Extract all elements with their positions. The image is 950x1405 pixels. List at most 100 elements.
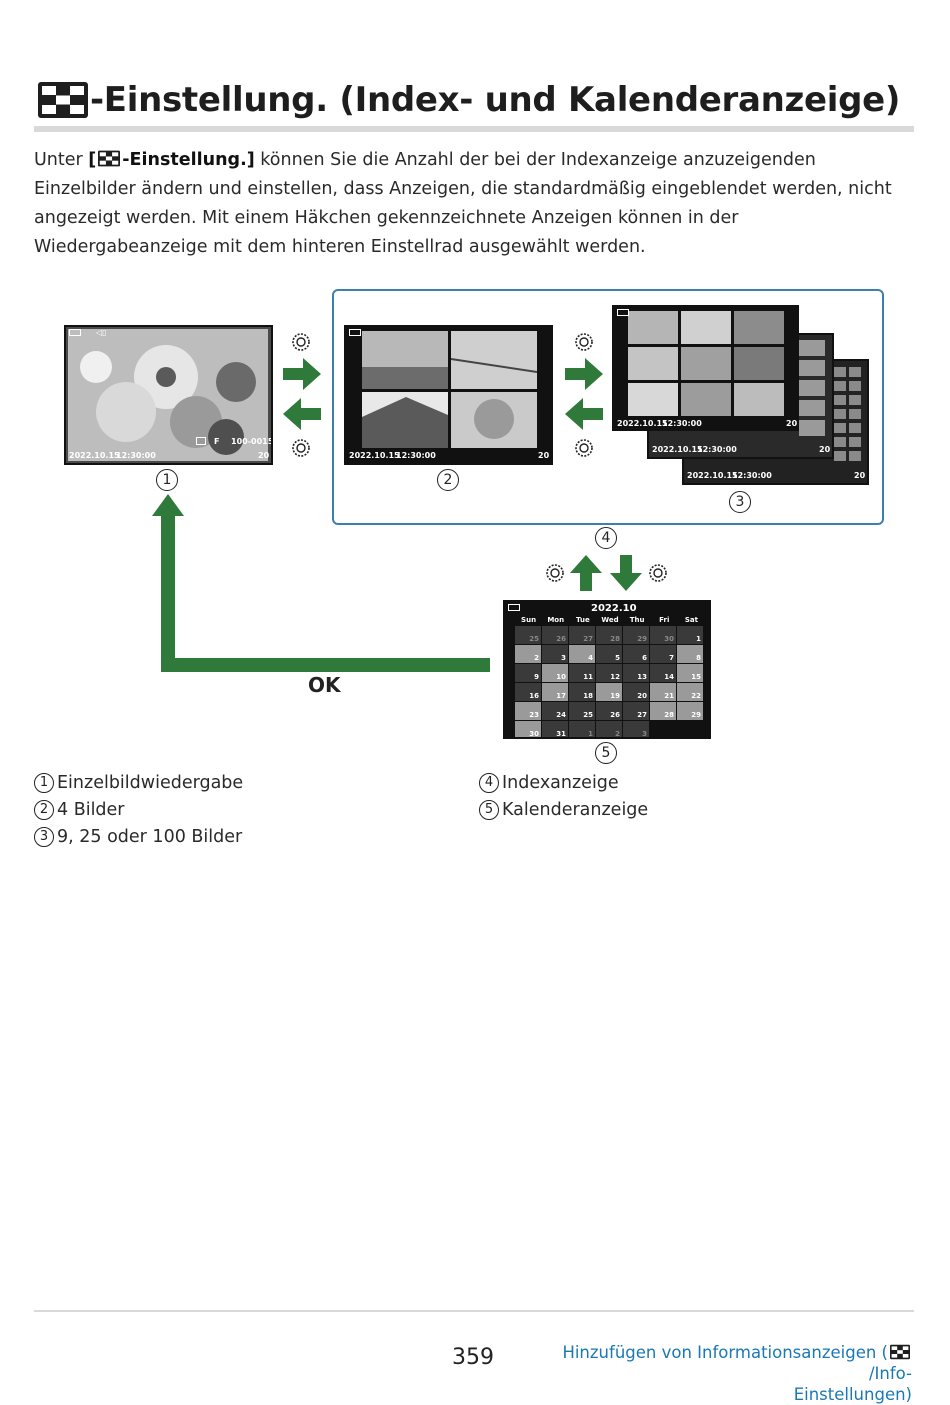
- time-label: 12:30:00: [116, 451, 156, 460]
- calendar-day: 9: [515, 664, 541, 682]
- arrow-up-icon: [570, 555, 602, 591]
- four-image-screen: 2022.10.15 12:30:00 20: [344, 325, 553, 465]
- frame-count: 20: [786, 419, 798, 428]
- calendar-day: 8: [677, 645, 703, 663]
- time-label: 12:30:00: [732, 471, 772, 480]
- battery-icon: [617, 309, 629, 316]
- calendar-day: 18: [569, 683, 595, 701]
- calendar-day: 29: [623, 626, 649, 644]
- frame-count: 20: [854, 471, 866, 480]
- calendar-day: 22: [677, 683, 703, 701]
- section-link[interactable]: Hinzufügen von Informationsanzeigen (/In…: [562, 1343, 912, 1404]
- calendar-day: 3: [623, 721, 649, 737]
- intro-paragraph: Unter [-Einstellung.] können Sie die Anz…: [34, 150, 892, 257]
- date-label: 2022.10.15: [617, 419, 668, 428]
- battery-icon: [349, 329, 361, 336]
- dial-icon: [545, 563, 565, 583]
- time-label: 12:30:00: [662, 419, 702, 428]
- calendar-day: 25: [515, 626, 541, 644]
- callout-3: 3: [729, 491, 751, 513]
- calendar-day: 1: [569, 721, 595, 737]
- ok-label: OK: [308, 673, 341, 697]
- calendar-day: 23: [515, 702, 541, 720]
- calendar-weekday: Sun: [521, 616, 537, 624]
- callout-2: 2: [437, 469, 459, 491]
- index-9-screen: 2022.10.15 12:30:00 20: [612, 305, 799, 431]
- four-thumbnails: [346, 327, 551, 463]
- index-checker-icon: [98, 150, 120, 167]
- calendar-day: 2: [596, 721, 622, 737]
- footer-divider: [34, 1310, 914, 1312]
- title-divider: [34, 126, 914, 132]
- calendar-weekday: Tue: [575, 616, 590, 624]
- index-group-frame: [332, 289, 884, 525]
- dial-icon: [291, 438, 311, 458]
- index-checker-icon: [890, 1344, 910, 1360]
- calendar-day: 20: [623, 683, 649, 701]
- calendar-day: 27: [623, 702, 649, 720]
- calendar-day: 30: [515, 721, 541, 737]
- calendar-day: 12: [596, 664, 622, 682]
- index-checker-icon: [38, 82, 88, 118]
- date-label: 2022.10.15: [69, 451, 120, 460]
- page-number: 359: [452, 1345, 494, 1370]
- dial-icon: [648, 563, 668, 583]
- time-label: 12:30:00: [396, 451, 436, 460]
- calendar-day: 1: [677, 626, 703, 644]
- calendar-day: 25: [569, 702, 595, 720]
- calendar-day: 10: [542, 664, 568, 682]
- calendar-day: 16: [515, 683, 541, 701]
- calendar-day: 17: [542, 683, 568, 701]
- calendar-day: 24: [542, 702, 568, 720]
- calendar-day: 6: [623, 645, 649, 663]
- calendar-day: 28: [596, 626, 622, 644]
- single-frame-screen: ◁▯ F 100-0015 2022.10.15 12:30:00 20: [64, 325, 273, 465]
- dial-icon: [291, 332, 311, 352]
- date-label: 2022.10.15: [652, 445, 703, 454]
- calendar-day: 7: [650, 645, 676, 663]
- calendar-day: 19: [596, 683, 622, 701]
- calendar-weekday: Fri: [659, 616, 670, 624]
- calendar-month: 2022.10: [591, 603, 637, 614]
- calendar-weekday: Thu: [629, 616, 645, 624]
- calendar-weekday: Sat: [684, 616, 698, 624]
- flower-photo: [66, 327, 271, 463]
- quality-label: F: [214, 437, 220, 446]
- calendar-weekday: Wed: [601, 616, 619, 624]
- battery-icon: [508, 604, 520, 611]
- arrow-right-icon: [565, 358, 603, 390]
- dial-icon: [574, 438, 594, 458]
- file-number: 100-0015: [231, 437, 273, 446]
- calendar-day: 2: [515, 645, 541, 663]
- calendar-day: 21: [650, 683, 676, 701]
- calendar-day: 5: [596, 645, 622, 663]
- calendar-day: 29: [677, 702, 703, 720]
- ok-path-arrow: [152, 494, 490, 672]
- page-title: -Einstellung. (Index- und Kalenderanzeig…: [38, 80, 900, 120]
- dial-icon: [574, 332, 594, 352]
- calendar-day: 26: [542, 626, 568, 644]
- calendar-day: 13: [623, 664, 649, 682]
- calendar-day: 26: [596, 702, 622, 720]
- calendar-day: 3: [542, 645, 568, 663]
- arrow-left-icon: [283, 398, 321, 430]
- calendar-day: 11: [569, 664, 595, 682]
- arrow-right-icon: [283, 358, 321, 390]
- thumbnail-grid-9: [614, 307, 797, 429]
- callout-4: 4: [595, 527, 617, 549]
- frame-count: 20: [819, 445, 831, 454]
- calendar-day: 27: [569, 626, 595, 644]
- arrow-down-icon: [610, 555, 642, 591]
- battery-icon: [69, 329, 81, 336]
- calendar-day: 30: [650, 626, 676, 644]
